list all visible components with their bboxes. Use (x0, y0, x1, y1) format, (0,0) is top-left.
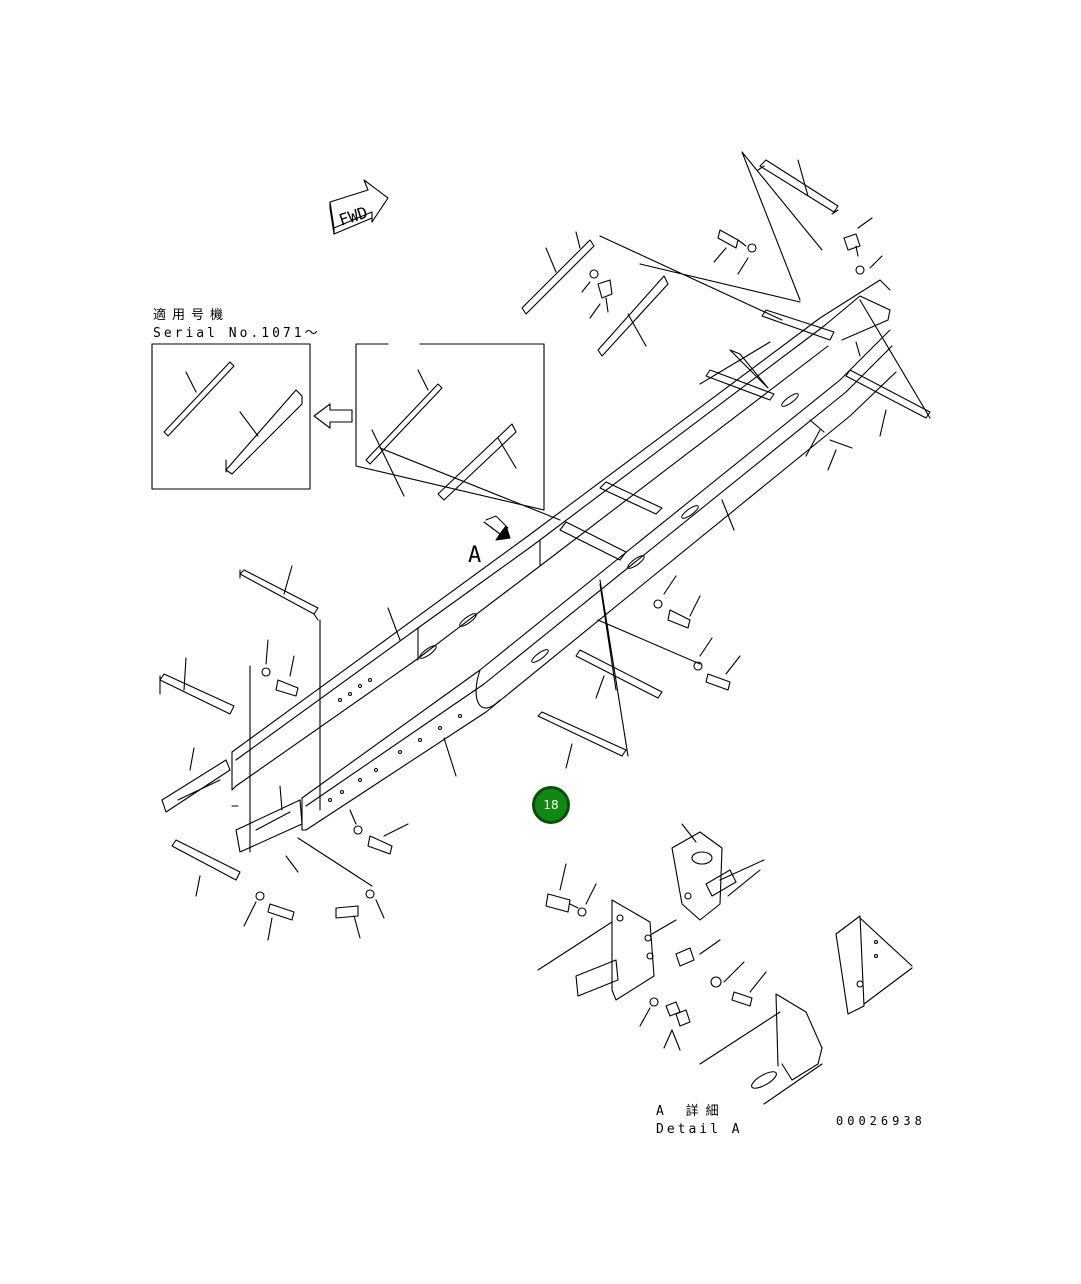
frame-crossmembers (559, 309, 835, 561)
serial-title-en: Serial No.1071〜 (153, 326, 321, 341)
detail-a-drawing (537, 823, 913, 1105)
left-bolts (243, 639, 409, 941)
serial-inset-parts (163, 361, 303, 475)
hotspot-callout-label: 18 (543, 798, 559, 812)
detail-caption-en: Detail A (656, 1122, 743, 1137)
transfer-arrow-icon (313, 403, 353, 429)
current-inset-parts (365, 369, 561, 521)
view-marker-text: A (468, 543, 481, 568)
fwd-arrow-icon: FWD (329, 179, 389, 235)
serial-inset-box (151, 343, 311, 490)
top-bolts (581, 217, 883, 319)
serial-title-jp: 適用号機 (153, 308, 230, 323)
drawing-number: 00026938 (836, 1114, 926, 1128)
right-side-parts (387, 299, 931, 777)
left-end-parts (159, 565, 319, 897)
frame-right-rail (301, 329, 897, 831)
view-direction-arrow-icon: A (468, 515, 511, 568)
detail-caption-jp: A 詳細 (656, 1104, 726, 1119)
leader-lines (231, 619, 373, 887)
rail-holes (328, 393, 799, 802)
current-inset-box (355, 343, 545, 511)
frame-left-rail (231, 279, 891, 791)
upper-crossmember (741, 151, 839, 301)
top-brackets (521, 231, 801, 357)
hotspot-callout-icon[interactable]: 18 (532, 786, 570, 824)
